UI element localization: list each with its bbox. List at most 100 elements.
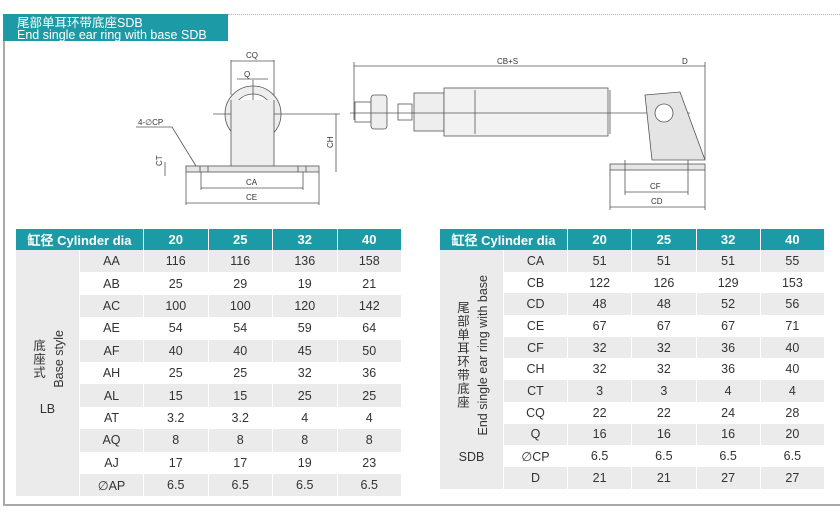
row-label: AA [80, 250, 143, 273]
dotted-divider [228, 14, 840, 15]
cell-value: 6.5 [719, 449, 737, 464]
title-zh: 尾部单耳环带底座SDB [17, 16, 143, 30]
cell-value: 32 [632, 336, 696, 359]
label-cd: CD [651, 197, 663, 206]
row-label: CH [526, 362, 545, 377]
cell-value: 27 [696, 466, 760, 489]
row-label: CA [504, 250, 567, 272]
cell-value: 6.5 [337, 473, 401, 497]
header-bore-20: 20 [568, 229, 632, 250]
cell-value: 40 [785, 362, 800, 377]
cell-value: 67 [721, 318, 736, 333]
group-code: LB [39, 401, 56, 416]
group-label-zh: 底座式 [31, 338, 45, 380]
header-bore-32: 32 [273, 229, 337, 250]
cell-value: 129 [717, 275, 739, 290]
cell-value: 28 [785, 405, 800, 420]
row-label: AF [80, 339, 143, 362]
cell-value: 67 [592, 318, 607, 333]
label-ce: CE [246, 193, 257, 202]
cell-value: 3.2 [231, 410, 249, 425]
label-d: D [682, 57, 688, 66]
header-bore-40: 40 [337, 229, 401, 250]
cell-value: 136 [273, 250, 337, 273]
row-label: D [504, 466, 567, 489]
cell-value: 8 [337, 429, 401, 452]
cell-value: 21 [632, 466, 696, 489]
cell-value: 48 [568, 293, 632, 316]
label-ct: CT [155, 155, 164, 166]
group-label-en: End single ear ring with base [476, 275, 490, 436]
cell-value: 64 [362, 321, 377, 336]
cell-value: 3 [632, 380, 696, 402]
row-label: AQ [80, 429, 143, 452]
cell-value: 16 [568, 423, 632, 446]
header-bore-25: 25 [632, 229, 696, 250]
cell-value: 32 [656, 362, 671, 377]
cell-value: 100 [144, 294, 208, 318]
cell-value: 22 [592, 405, 607, 420]
cell-value: 27 [760, 466, 824, 489]
side-view-drawing: CB+S D CF CD [350, 57, 706, 210]
cell-value: 116 [208, 250, 272, 273]
header-bore-40: 40 [760, 229, 824, 250]
row-label: AL [80, 384, 143, 407]
cell-value: 158 [337, 250, 401, 273]
cell-value: 122 [589, 275, 611, 290]
cell-value: 36 [362, 366, 377, 381]
cell-value: 32 [592, 362, 607, 377]
label-cq: CQ [246, 51, 258, 60]
row-label: AB [103, 276, 120, 291]
header-cylinder-dia: 缸径 Cylinder dia [16, 229, 143, 250]
cell-value: 29 [233, 276, 248, 291]
cell-value: 56 [760, 293, 824, 316]
row-label: AC [80, 294, 143, 318]
cell-value: 19 [297, 455, 312, 470]
cell-value: 6.5 [208, 473, 272, 497]
cell-value: 16 [632, 423, 696, 446]
cell-value: 6.5 [655, 449, 673, 464]
label-ch: CH [326, 136, 335, 148]
row-label: Q [504, 423, 567, 446]
cell-value: 25 [168, 366, 183, 381]
cell-value: 15 [208, 384, 272, 407]
header-bore-32: 32 [696, 229, 760, 250]
cell-value: 8 [144, 429, 208, 452]
cell-value: 6.5 [144, 473, 208, 497]
cell-value: 19 [297, 276, 312, 291]
cell-value: 17 [168, 455, 183, 470]
cell-value: 54 [233, 321, 248, 336]
front-view-drawing: CQ Q CH 4-∅CP CT CA CE [136, 51, 340, 205]
cell-value: 3 [568, 380, 632, 402]
row-label: AE [103, 321, 120, 336]
frame-border-bottom [3, 504, 840, 506]
cell-value: 21 [568, 466, 632, 489]
label-ca: CA [246, 178, 258, 187]
header-bore-20: 20 [144, 229, 208, 250]
cell-value: 3.2 [167, 410, 185, 425]
cell-value: 40 [208, 339, 272, 362]
cell-value: 17 [233, 455, 248, 470]
label-q: Q [244, 70, 250, 79]
group-label-en: Base style [52, 330, 66, 388]
cell-value: 8 [273, 429, 337, 452]
cell-value: 6.5 [273, 473, 337, 497]
row-label: AT [103, 410, 120, 425]
cell-value: 16 [696, 423, 760, 446]
cell-value: 22 [656, 405, 671, 420]
cell-value: 20 [760, 423, 824, 446]
cell-value: 55 [760, 250, 824, 272]
cell-value: 6.5 [783, 449, 802, 464]
